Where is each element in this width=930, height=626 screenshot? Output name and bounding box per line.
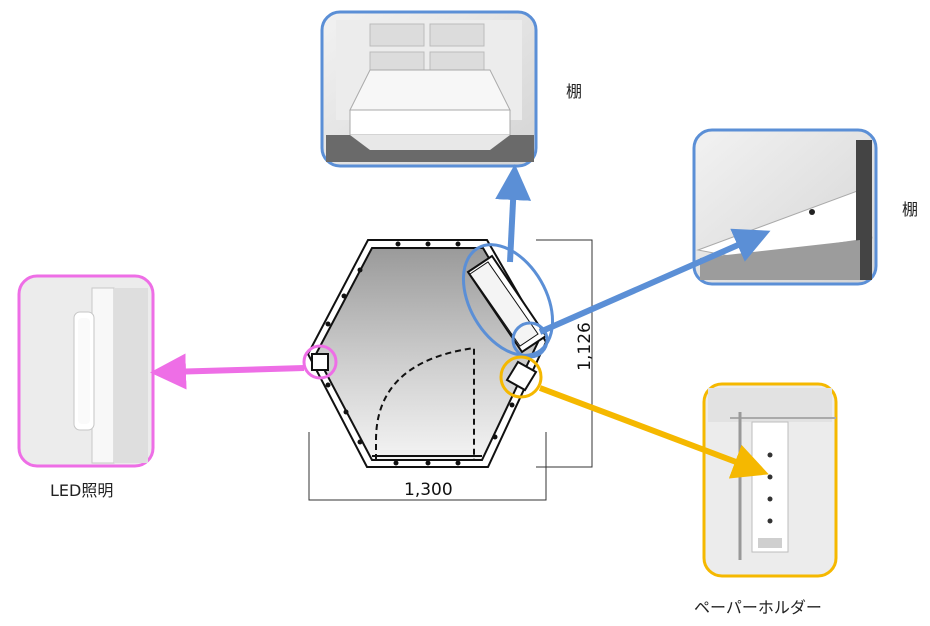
width-dimension-label: 1,300 <box>404 480 453 500</box>
shelf-right-callout-circle <box>511 321 549 359</box>
floor-plan <box>306 239 548 468</box>
paper-holder-photo <box>702 382 838 578</box>
shelf-top-arrow <box>495 164 532 263</box>
led-arrow <box>150 353 305 390</box>
shelf-right-arrow <box>538 228 771 335</box>
shelf-right-photo <box>692 128 878 286</box>
shelf-top-photo <box>320 10 538 168</box>
depth-dimension-label: 1,126 <box>574 322 595 371</box>
led-light-photo <box>17 274 155 468</box>
paper-holder-label: ペーパーホルダー <box>694 598 822 617</box>
led-light-label: LED照明 <box>50 481 114 500</box>
paper-holder-arrow <box>538 385 769 479</box>
dimension-lines <box>308 239 593 501</box>
shelf-right-label: 棚 <box>902 200 919 219</box>
led-callout-circle <box>302 344 338 380</box>
shelf-top-label: 棚 <box>566 82 583 101</box>
paper-holder-callout-circle <box>499 355 543 399</box>
shelf-callout-circle <box>461 243 555 357</box>
